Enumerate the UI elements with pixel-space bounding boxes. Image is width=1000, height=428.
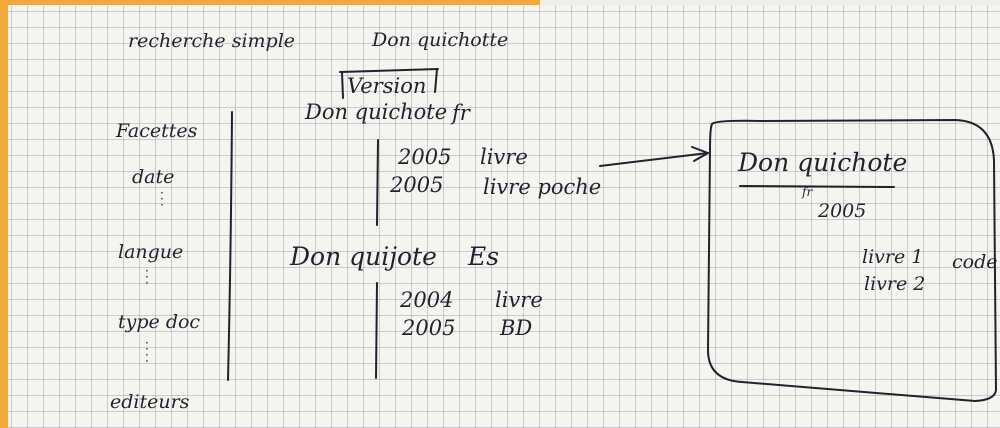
edition-type: BD — [500, 316, 533, 340]
orange-border-top — [0, 0, 540, 5]
group-2-title: Don quijote — [290, 242, 437, 271]
detail-copy-label: livre 1 — [862, 246, 924, 268]
search-label: recherche simple — [128, 30, 296, 52]
graph-paper-background — [8, 5, 1000, 428]
arrow-shaft — [599, 152, 709, 167]
orange-border-left — [0, 0, 8, 428]
facets-title: Facettes — [116, 120, 198, 142]
group-1-lang: fr — [452, 101, 470, 125]
detail-lang: fr — [802, 185, 813, 199]
facet-dots: ··· — [145, 264, 149, 290]
detail-copy-label: livre 2 — [864, 273, 926, 295]
edition-year: 2005 — [402, 316, 456, 340]
group-1-editions-line — [376, 139, 379, 226]
arrow-head — [691, 146, 709, 162]
facet-dots: ···· — [145, 336, 149, 368]
edition-type: livre — [495, 288, 543, 312]
facet-type-doc: type doc — [118, 311, 201, 333]
facet-langue: langue — [118, 241, 184, 263]
facets-divider-line — [227, 111, 233, 381]
detail-year: 2005 — [818, 200, 867, 222]
detail-title: Don quichote — [738, 148, 908, 177]
version-box-bracket — [341, 68, 438, 99]
facet-dots: ··· — [160, 186, 164, 212]
group-2-lang: Es — [468, 242, 500, 271]
edition-type: livre — [480, 145, 528, 169]
edition-year: 2004 — [400, 288, 454, 312]
facet-date: date — [132, 166, 175, 188]
detail-copy-note: code b — [952, 251, 1000, 273]
edition-year: 2005 — [390, 173, 444, 197]
group-1-title: Don quichote — [305, 100, 448, 124]
facet-editeurs: editeurs — [110, 391, 190, 413]
detail-box-outline — [707, 119, 997, 402]
edition-year: 2005 — [398, 145, 452, 169]
detail-title-underline — [739, 185, 895, 188]
version-label: Version — [347, 74, 427, 98]
version-underline — [339, 68, 439, 73]
search-query: Don quichotte — [372, 29, 509, 51]
edition-type: livre poche — [483, 175, 602, 199]
group-2-editions-line — [375, 282, 378, 379]
